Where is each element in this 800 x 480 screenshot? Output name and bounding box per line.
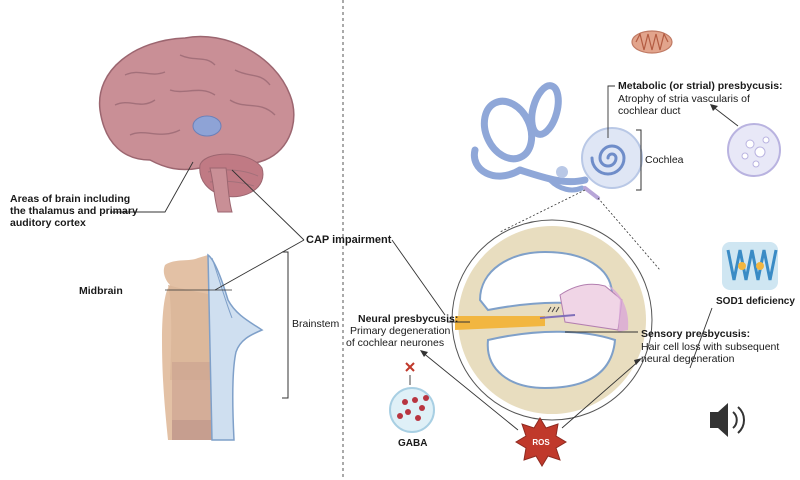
cochlea-label: Cochlea — [645, 154, 684, 166]
cap-impairment-label: CAP impairment — [306, 234, 392, 246]
mitochondrion-icon — [631, 30, 673, 54]
gaba-label: GABA — [398, 438, 428, 449]
gaba-vesicle-icon — [389, 387, 435, 433]
sensory-desc-line2: neural degeneration — [641, 353, 735, 365]
auditory-cortex-highlight — [192, 115, 222, 137]
sensory-title: Sensory presbycusis: — [641, 328, 751, 340]
neural-title: Neural presbycusis: — [358, 313, 459, 325]
neural-desc-line1: Primary degeneration — [350, 325, 451, 337]
cochlea-cross-section-icon — [451, 219, 653, 421]
cell-icon — [727, 123, 781, 177]
metabolic-title: Metabolic (or strial) presbycusis: — [618, 80, 783, 92]
metabolic-desc-line2: cochlear duct — [618, 105, 681, 117]
brainstem-icon — [162, 253, 264, 441]
sensory-desc-line1: Hair cell loss with subsequent — [641, 341, 780, 353]
ros-burst-icon — [515, 417, 567, 467]
inhibition-cross — [405, 362, 415, 372]
brainstem-bracket — [282, 251, 289, 399]
metabolic-desc-line1: Atrophy of stria vascularis of — [618, 93, 750, 105]
brain-stem-top — [209, 167, 233, 213]
inner-ear-icon — [470, 82, 643, 200]
sod1-protein-icon — [722, 242, 778, 290]
brain-areas-label-line1: Areas of brain including — [10, 193, 131, 205]
speaker-icon — [710, 403, 745, 437]
cochlea-bracket — [636, 129, 642, 191]
sod1-label: SOD1 deficiency — [716, 296, 795, 307]
brain-areas-label-line2: the thalamus and primary — [10, 205, 138, 217]
cell-arrow — [711, 105, 739, 127]
midbrain-label: Midbrain — [79, 285, 123, 297]
brain-icon — [98, 35, 295, 213]
brain-areas-label-line3: auditory cortex — [10, 217, 86, 229]
neural-desc-line2: of cochlear neurones — [346, 337, 445, 349]
oval-window — [556, 166, 568, 178]
ros-label: ROS — [532, 438, 550, 447]
brainstem-label: Brainstem — [292, 318, 340, 330]
